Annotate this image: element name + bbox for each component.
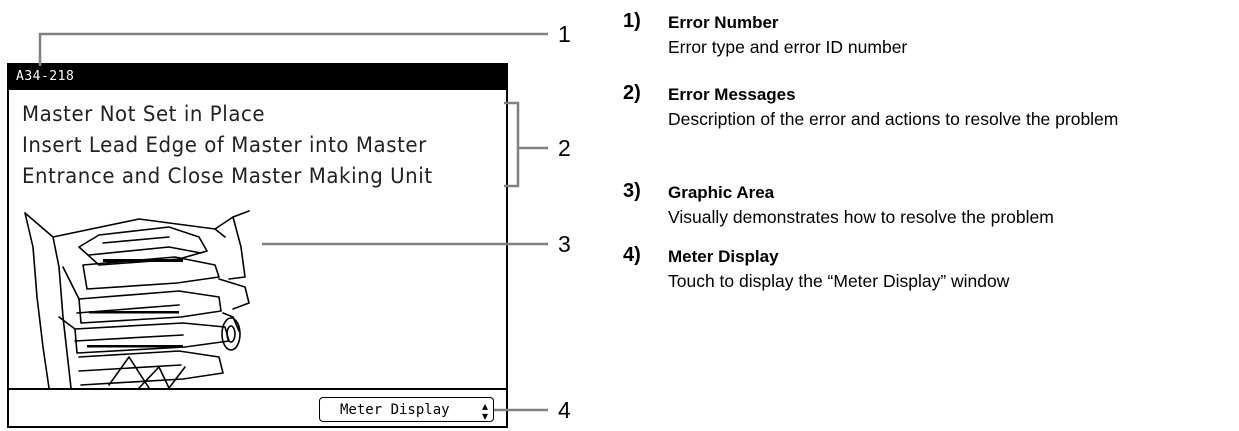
- legend-number: 2): [623, 82, 641, 104]
- callout-number-4: 4: [558, 397, 571, 423]
- legend: 1) Error Number Error type and error ID …: [623, 0, 1233, 431]
- legend-number: 1): [623, 10, 641, 32]
- legend-title: Meter Display: [668, 247, 779, 266]
- callout-line-1: [38, 32, 548, 66]
- callout-line-2-top: [504, 101, 520, 188]
- chevron-updown-icon: ▴▾: [481, 399, 488, 423]
- master-making-unit-illustration: [24, 210, 250, 388]
- error-number-bar: A34-218: [9, 65, 506, 90]
- callout-number-3: 3: [558, 231, 571, 257]
- error-message-line-1: Master Not Set in Place: [22, 102, 266, 127]
- legend-description: Description of the error and actions to …: [668, 109, 1119, 129]
- legend-description: Visually demonstrates how to resolve the…: [668, 207, 1054, 227]
- error-screen-panel: A34-218 Master Not Set in Place Insert L…: [7, 63, 508, 428]
- legend-title: Graphic Area: [668, 183, 775, 202]
- callout-leader-lines: [38, 32, 548, 412]
- legend-description: Error type and error ID number: [668, 37, 908, 57]
- footer-divider: [9, 388, 506, 390]
- legend-title: Error Number: [668, 13, 779, 32]
- meter-display-button[interactable]: Meter Display ▴▾: [319, 397, 494, 422]
- legend-number: 3): [623, 180, 641, 202]
- legend-number: 4): [623, 244, 641, 266]
- meter-display-button-label: Meter Display: [340, 402, 450, 418]
- callout-number-2: 2: [558, 135, 571, 161]
- error-code: A34-218: [16, 69, 75, 84]
- error-message-line-3: Entrance and Close Master Making Unit: [22, 164, 433, 189]
- legend-title: Error Messages: [668, 85, 796, 104]
- error-message-line-2: Insert Lead Edge of Master into Master: [22, 133, 427, 158]
- callout-number-1: 1: [558, 21, 571, 47]
- legend-description: Touch to display the “Meter Display” win…: [668, 271, 1010, 291]
